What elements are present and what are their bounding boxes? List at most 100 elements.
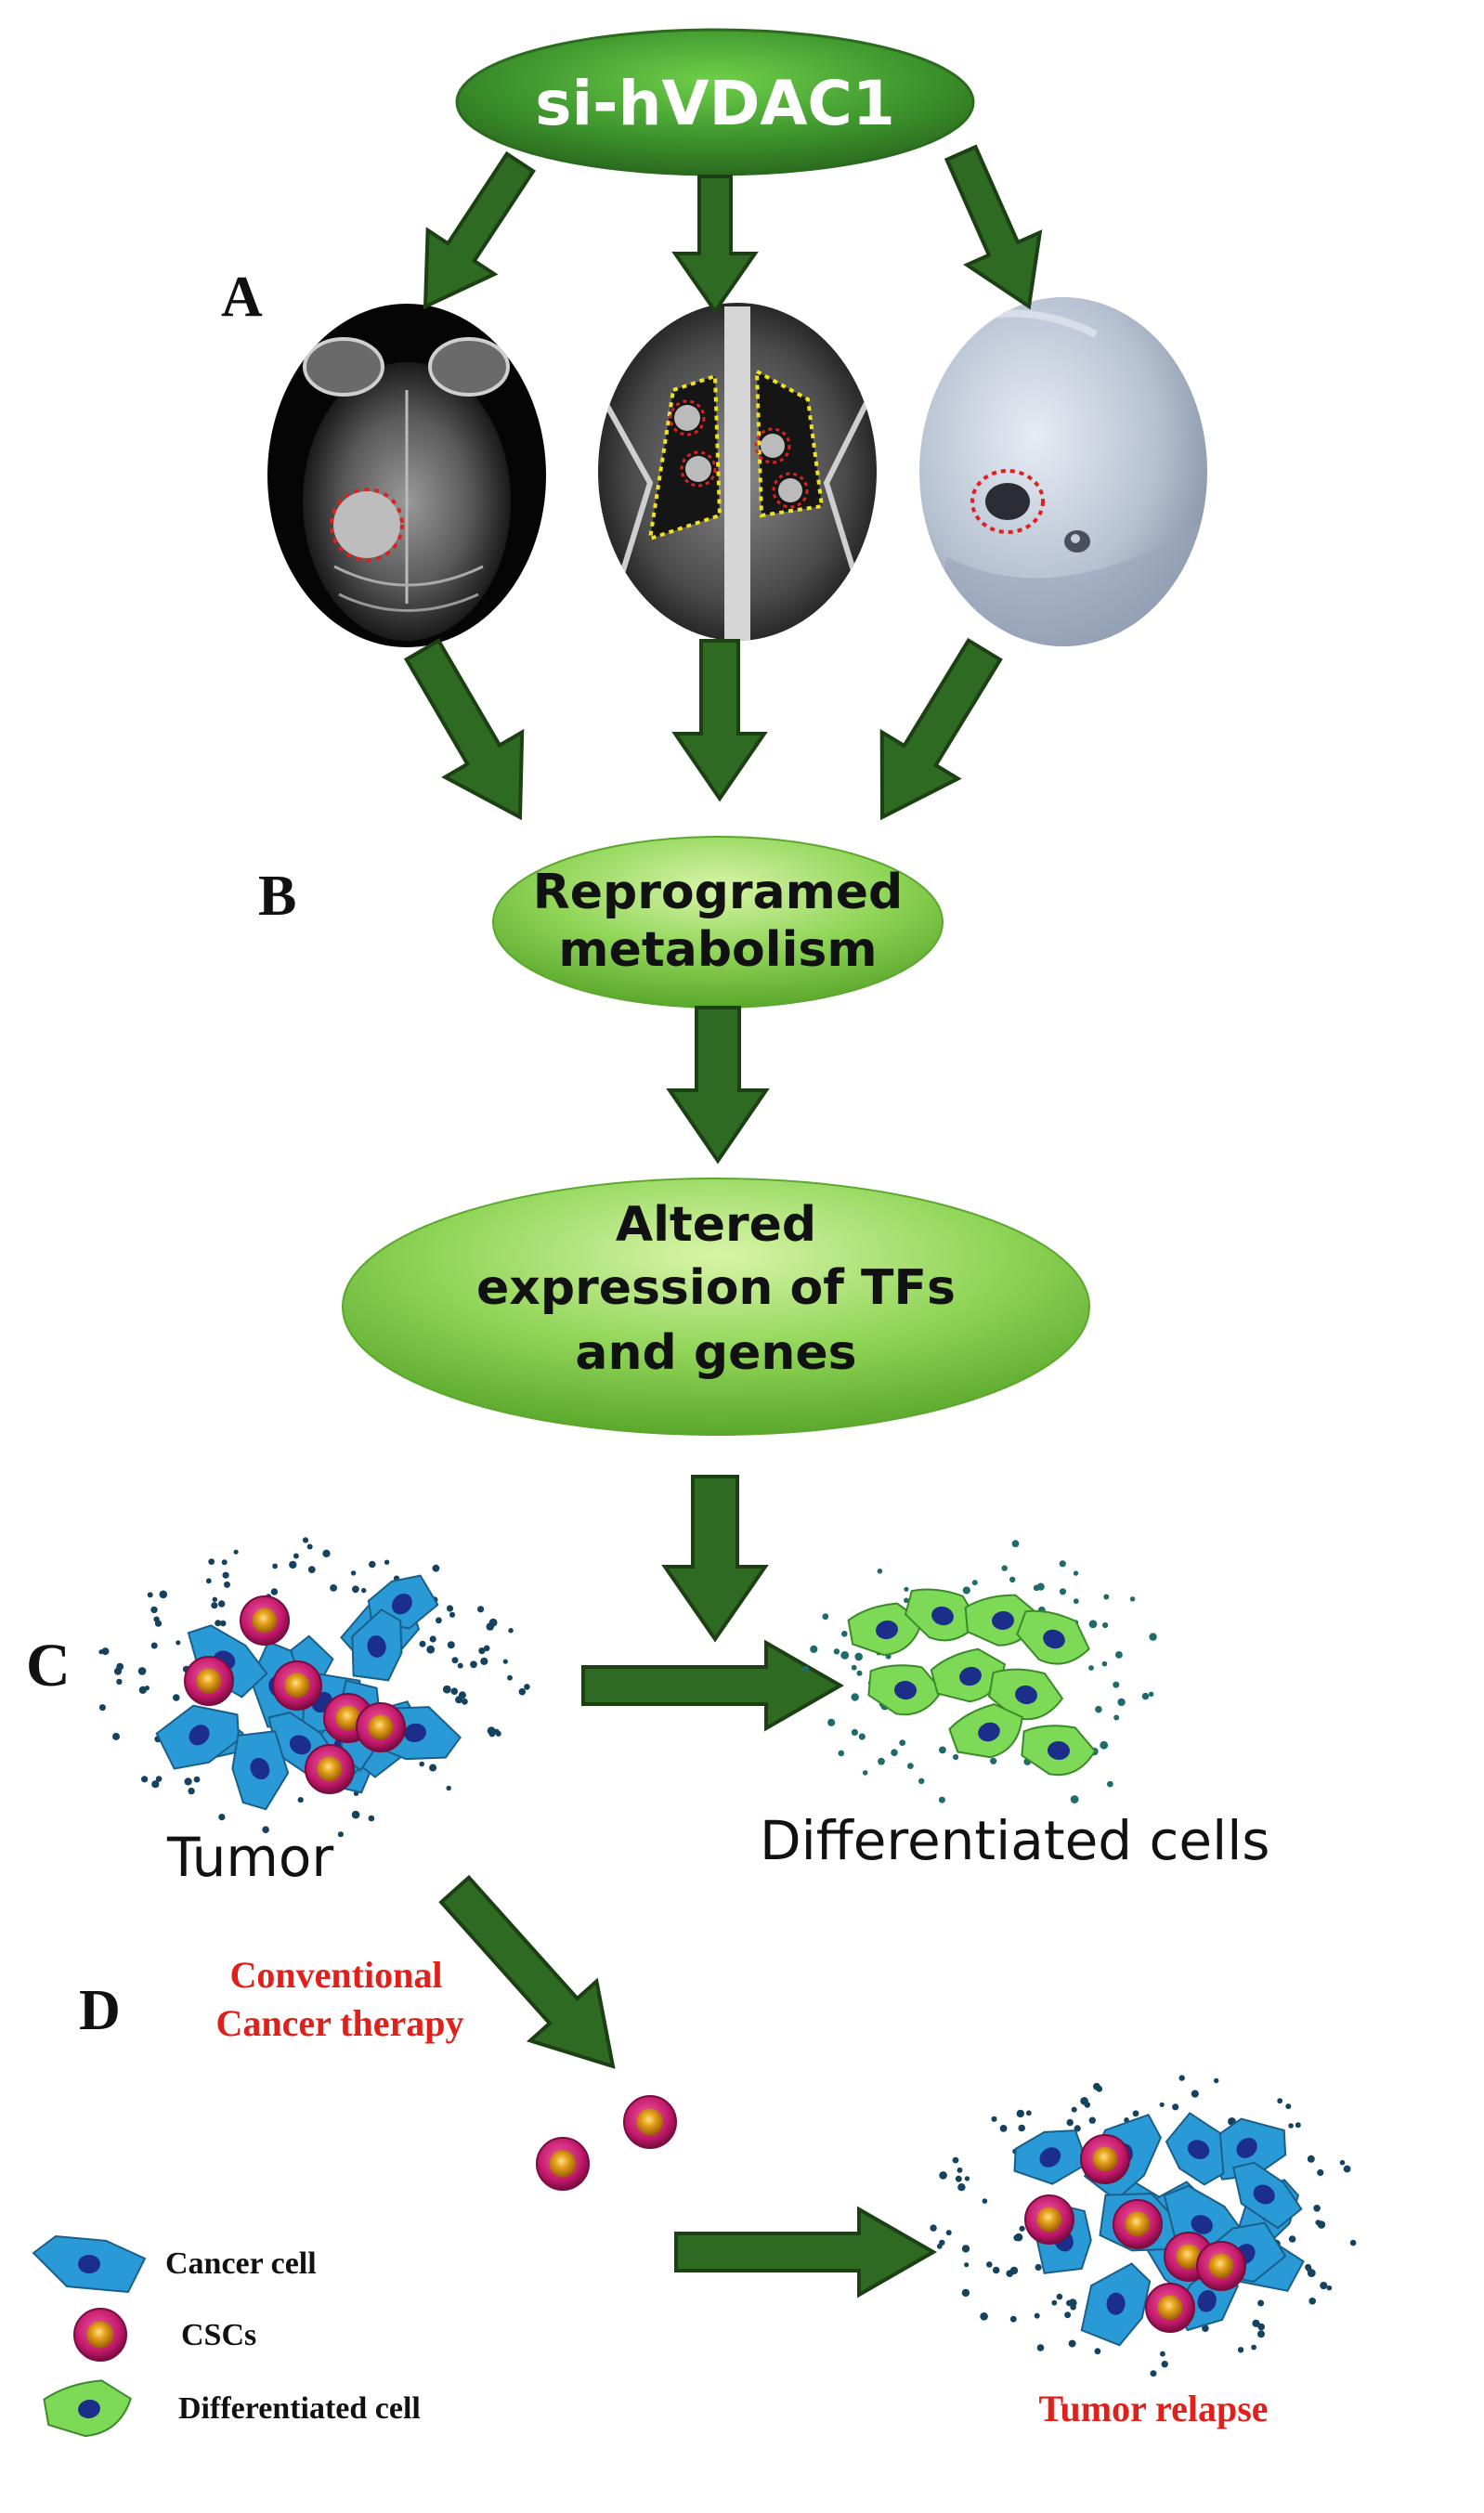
- particle: [1150, 2370, 1157, 2377]
- particle: [964, 2262, 970, 2268]
- cancer-cell: [1204, 2117, 1287, 2181]
- particle: [352, 1585, 359, 1594]
- nucleus: [1236, 2137, 1257, 2158]
- particle: [991, 2116, 997, 2122]
- particle: [1059, 1588, 1067, 1595]
- nucleus: [1043, 1629, 1065, 1649]
- particle: [222, 1571, 229, 1579]
- particle: [939, 2171, 947, 2180]
- particle: [907, 1763, 914, 1769]
- legend-cancer-cell-label: Cancer cell: [165, 2246, 317, 2281]
- arrow-top-to-lung: [671, 175, 759, 315]
- particle: [1088, 1665, 1094, 1671]
- particle: [1070, 2304, 1076, 2311]
- particle: [952, 2156, 959, 2164]
- particle: [98, 1649, 104, 1655]
- panel-label-a: A: [221, 266, 263, 329]
- csc: [184, 1656, 234, 1706]
- particle: [1277, 2098, 1283, 2104]
- particle: [1159, 2102, 1165, 2107]
- particle: [945, 2230, 952, 2236]
- particle: [1141, 1692, 1150, 1700]
- csc: [1113, 2199, 1163, 2249]
- particle: [1237, 2347, 1244, 2353]
- particle: [1288, 2123, 1294, 2129]
- particle: [1349, 2239, 1357, 2246]
- particle: [1059, 1560, 1066, 1568]
- legend-cscs-label: CSCs: [181, 2318, 256, 2352]
- nucleus: [1187, 2140, 1210, 2159]
- particle: [856, 1670, 863, 1676]
- nucleus: [1039, 2147, 1061, 2168]
- particle: [827, 1718, 836, 1726]
- cancer-cell: [1080, 2262, 1152, 2347]
- particle: [368, 1815, 375, 1822]
- particle: [1308, 2298, 1316, 2305]
- legend-csc-icon: [73, 2308, 127, 2362]
- particle: [450, 1687, 459, 1695]
- particle: [1129, 1596, 1136, 1602]
- particle: [833, 1648, 840, 1655]
- differentiated-cell: [1016, 1609, 1090, 1665]
- particle: [877, 1569, 883, 1574]
- panel-label-c: C: [26, 1632, 71, 1699]
- particle: [1093, 2082, 1100, 2090]
- tumor-roi-subcutaneous: [970, 469, 1045, 534]
- particle: [1018, 2124, 1025, 2132]
- particle: [215, 1620, 222, 1627]
- arrow-expression-to-differentiation: [661, 1475, 769, 1643]
- particle: [480, 1657, 488, 1665]
- csc: [272, 1660, 322, 1711]
- particle: [1056, 2293, 1063, 2300]
- particle: [1315, 2220, 1321, 2226]
- particle: [1117, 1698, 1126, 1707]
- nucleus: [1197, 2289, 1217, 2312]
- lung-ct-image: [598, 303, 877, 641]
- nucleus: [978, 1722, 1000, 1742]
- particle: [221, 1559, 228, 1566]
- particle: [939, 1746, 946, 1754]
- legend-differentiated-cell-icon: [43, 2379, 132, 2438]
- arrow-tumor-to-differentiated: [581, 1639, 845, 1732]
- particle: [337, 1831, 344, 1838]
- particle: [992, 2266, 1000, 2274]
- particle: [904, 1586, 909, 1592]
- particle: [964, 2176, 970, 2181]
- particle: [289, 1560, 297, 1569]
- particle: [184, 1777, 192, 1786]
- particle: [495, 1730, 501, 1737]
- particle: [429, 1764, 437, 1772]
- nucleus: [894, 1680, 917, 1700]
- particle: [1202, 2324, 1209, 2332]
- particle: [101, 1647, 110, 1656]
- particle: [851, 1728, 859, 1736]
- legend-cancer-cell-icon: [32, 2234, 147, 2294]
- particle: [1115, 1651, 1123, 1659]
- particle: [1019, 2225, 1025, 2232]
- particle: [293, 1553, 299, 1559]
- surviving-cscs: [536, 2095, 677, 2191]
- nucleus: [391, 1594, 412, 1615]
- particle: [477, 1606, 485, 1613]
- particle: [1073, 1570, 1079, 1576]
- particle: [478, 1647, 486, 1655]
- particle: [1339, 2159, 1346, 2166]
- node-expression-line1: Altered: [616, 1197, 816, 1253]
- csc: [623, 2095, 677, 2149]
- csc: [536, 2137, 590, 2191]
- particle: [1102, 1621, 1109, 1629]
- arrow-cscs-to-relapse: [674, 2206, 938, 2298]
- particle: [1016, 2109, 1025, 2118]
- particle: [1006, 2270, 1014, 2278]
- particle: [918, 1777, 925, 1785]
- particle: [297, 1797, 304, 1803]
- particle: [1064, 2311, 1072, 2319]
- particle: [1101, 1660, 1108, 1667]
- particle: [446, 1605, 454, 1612]
- particle: [1100, 1740, 1109, 1750]
- particle: [144, 1686, 150, 1691]
- particle: [212, 1596, 217, 1603]
- particle: [1214, 2077, 1219, 2084]
- particle: [1035, 2263, 1042, 2272]
- particle: [350, 1570, 357, 1576]
